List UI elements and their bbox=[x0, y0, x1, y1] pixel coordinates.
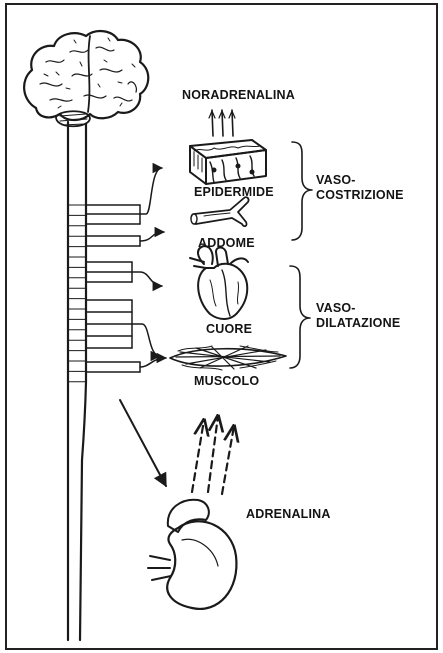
label-muscolo: MUSCOLO bbox=[194, 374, 259, 388]
label-cuore: CUORE bbox=[206, 322, 252, 336]
brain-icon bbox=[24, 31, 148, 126]
skin-block-icon bbox=[190, 110, 266, 184]
arrow-to-adrenal bbox=[120, 400, 166, 486]
muscle-fibers-icon bbox=[170, 346, 286, 370]
nerve-fibers bbox=[86, 168, 166, 372]
heart-icon bbox=[190, 246, 248, 319]
adrenaline-release-arrows bbox=[192, 416, 234, 494]
blood-vessel-icon bbox=[191, 197, 249, 226]
label-addome: ADDOME bbox=[198, 236, 255, 250]
bracket-vasocostrizione bbox=[292, 142, 312, 240]
spinal-cord-icon bbox=[68, 122, 86, 640]
label-noradrenalina: NORADRENALINA bbox=[182, 88, 295, 102]
label-vasodilatazione-line1: VASO- bbox=[316, 301, 356, 315]
label-epidermide: EPIDERMIDE bbox=[194, 185, 274, 199]
bracket-vasodilatazione bbox=[290, 266, 310, 368]
adrenal-kidney-icon bbox=[148, 500, 236, 609]
label-vasocostrizione-line1: VASO- bbox=[316, 173, 356, 187]
label-vasodilatazione-line2: DILATAZIONE bbox=[316, 316, 400, 330]
label-vasocostrizione-line2: COSTRIZIONE bbox=[316, 188, 404, 202]
label-adrenalina: ADRENALINA bbox=[246, 507, 331, 521]
